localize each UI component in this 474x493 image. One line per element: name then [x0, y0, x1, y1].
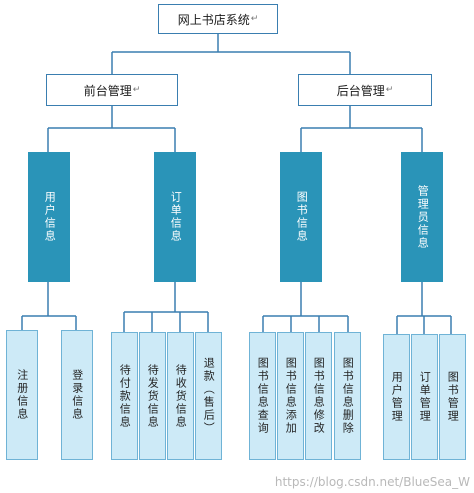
book-modify-node: 图书信息修改: [305, 332, 332, 460]
order-info-node: 订单信息: [154, 152, 196, 282]
back-label: 后台管理: [336, 83, 385, 98]
book-add-node: 图书信息添加: [277, 332, 304, 460]
book-add-label: 图书信息添加: [284, 357, 298, 435]
book-manage-label: 图书管理: [446, 371, 460, 423]
refund-node: 退款（售后）: [195, 332, 222, 460]
order-manage-node: 订单管理: [411, 334, 438, 460]
admin-info-label: 管理员信息: [416, 184, 430, 250]
order-info-label: 订单信息: [169, 191, 183, 243]
return-mark-icon: ↵: [250, 14, 259, 24]
book-info-node: 图书信息: [280, 152, 322, 282]
book-info-label: 图书信息: [295, 191, 309, 243]
front-management-node: 前台管理↵: [46, 74, 178, 106]
return-mark-icon: ↵: [132, 85, 141, 95]
order-manage-label: 订单管理: [418, 371, 432, 423]
login-info-node: 登录信息: [61, 330, 93, 460]
login-info-label: 登录信息: [70, 369, 84, 421]
front-label: 前台管理: [83, 83, 132, 98]
pending-shipment-label: 待发货信息: [146, 363, 160, 429]
book-manage-node: 图书管理: [439, 334, 466, 460]
book-modify-label: 图书信息修改: [312, 357, 326, 435]
book-query-node: 图书信息查询: [249, 332, 276, 460]
user-info-node: 用户信息: [28, 152, 70, 282]
user-manage-node: 用户管理: [383, 334, 410, 460]
pending-payment-label: 待付款信息: [118, 363, 132, 429]
user-manage-label: 用户管理: [390, 371, 404, 423]
pending-receipt-label: 待收货信息: [174, 363, 188, 429]
refund-label: 退款（售后）: [202, 357, 216, 435]
return-mark-icon: ↵: [385, 85, 394, 95]
book-delete-label: 图书信息删除: [341, 357, 355, 435]
book-delete-node: 图书信息删除: [334, 332, 361, 460]
register-info-node: 注册信息: [6, 330, 38, 460]
register-info-label: 注册信息: [15, 369, 29, 421]
back-management-node: 后台管理↵: [298, 74, 432, 106]
book-query-label: 图书信息查询: [256, 357, 270, 435]
pending-shipment-node: 待发货信息: [139, 332, 166, 460]
admin-info-node: 管理员信息: [401, 152, 443, 282]
watermark: https://blog.csdn.net/BlueSea_W: [274, 475, 470, 489]
pending-receipt-node: 待收货信息: [167, 332, 194, 460]
root-node: 网上书店系统↵: [158, 4, 278, 34]
user-info-label: 用户信息: [43, 191, 57, 243]
root-label: 网上书店系统: [177, 12, 250, 27]
pending-payment-node: 待付款信息: [111, 332, 138, 460]
